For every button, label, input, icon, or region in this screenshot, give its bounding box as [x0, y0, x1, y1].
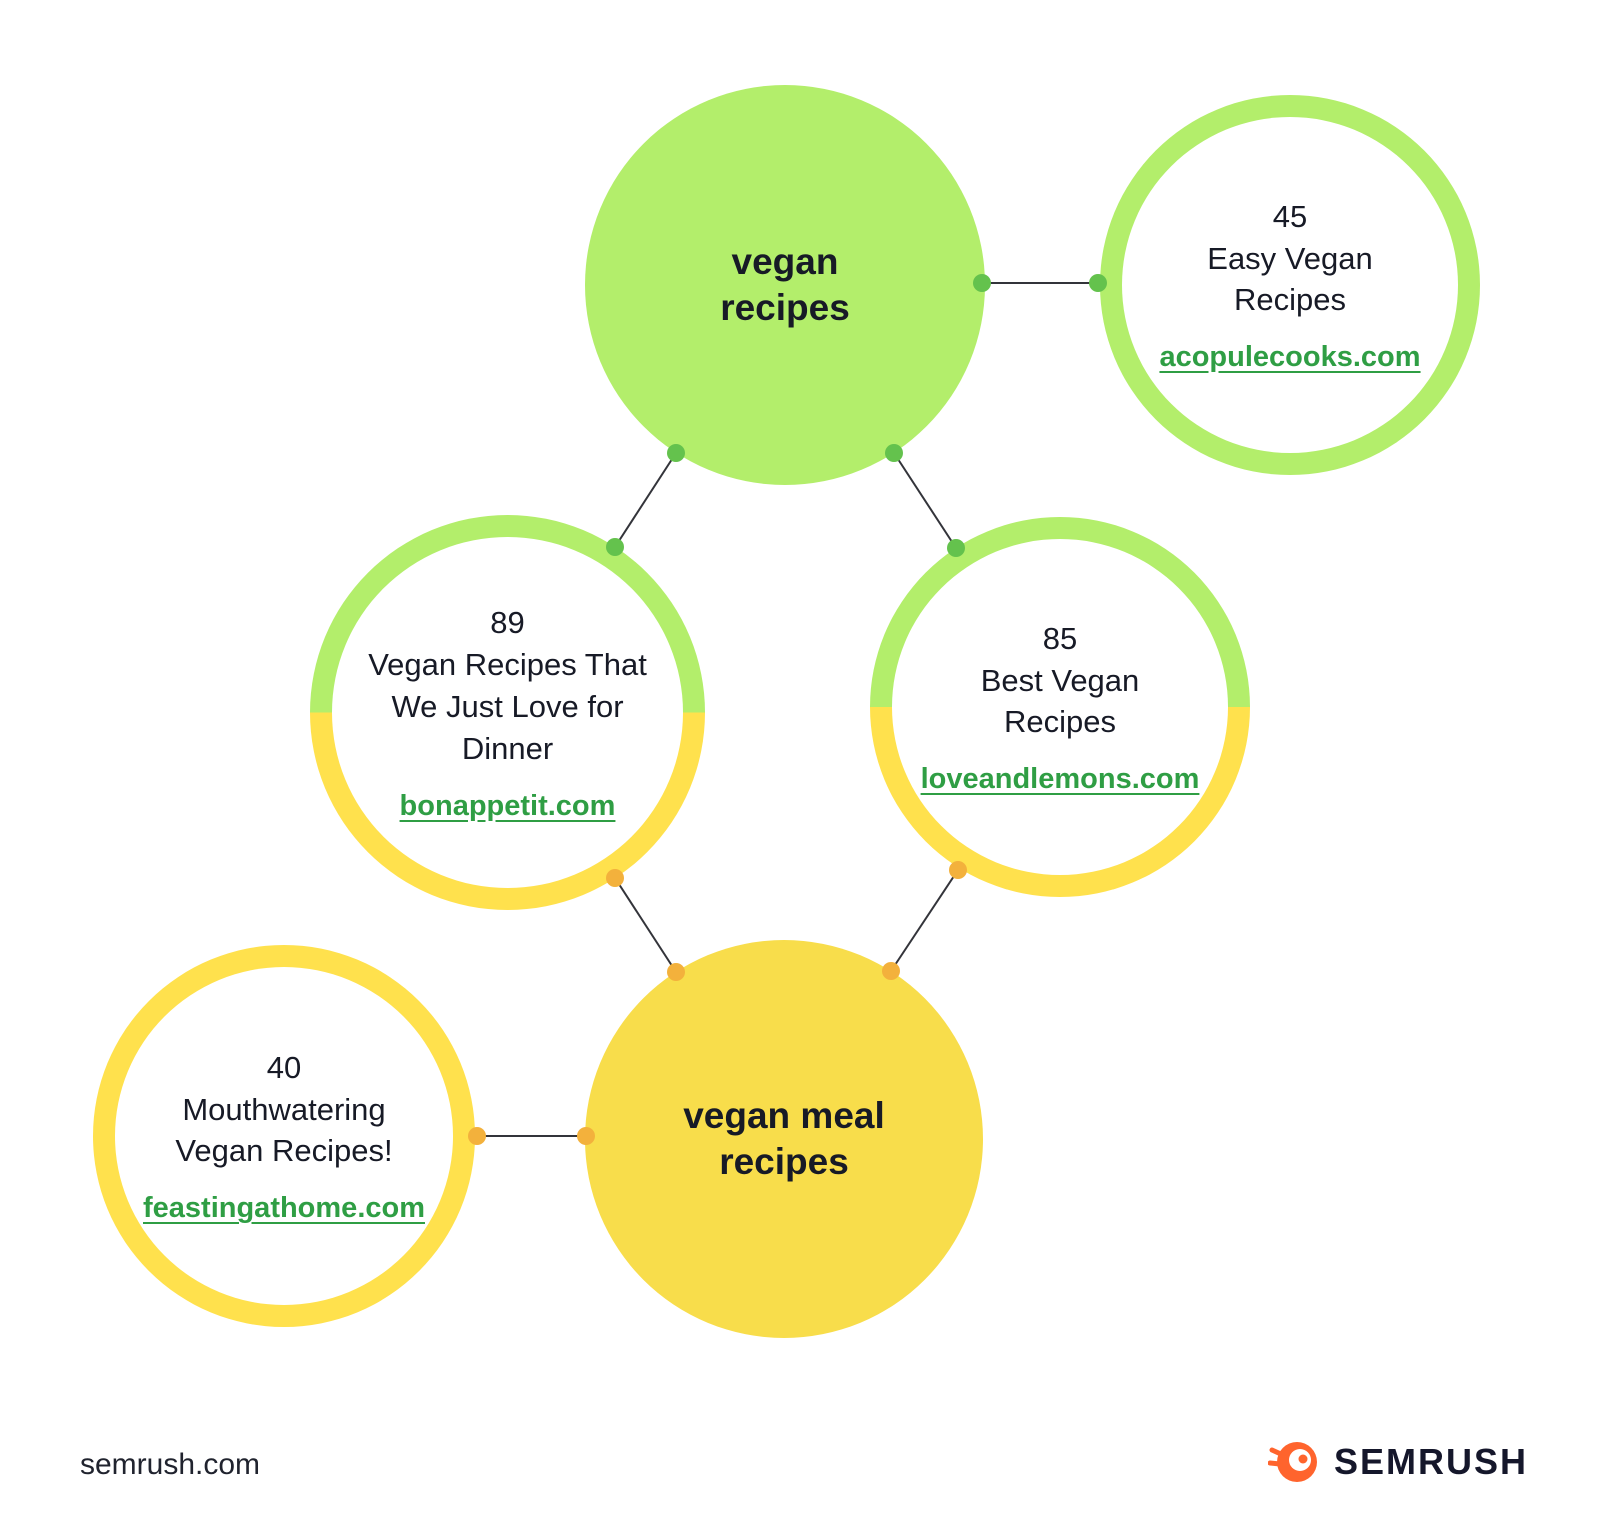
edge: [893, 452, 957, 549]
keyword-label: vegan meal recipes: [683, 1094, 885, 1182]
article-node-loveandlemons: 85 Best Vegan Recipes loveandlemons.com: [870, 517, 1250, 897]
article-node-acopulecooks: 45 Easy Vegan Recipes acopulecooks.com: [1100, 95, 1480, 475]
article-count: 40: [266, 1049, 302, 1085]
article-count: 45: [1272, 198, 1308, 234]
keyword-node-vegan-meal-recipes: vegan meal recipes: [585, 940, 983, 1338]
semrush-logo-icon: [1267, 1442, 1317, 1482]
article-count: 89: [490, 605, 525, 641]
article-domain-link[interactable]: acopulecooks.com: [1159, 341, 1421, 374]
article-node-content: 45 Easy Vegan Recipes acopulecooks.com: [1122, 117, 1458, 453]
semrush-logo: SEMRUSH: [1267, 1436, 1528, 1488]
keyword-node-vegan-recipes: vegan recipes: [585, 85, 985, 485]
edge: [614, 452, 677, 548]
article-count: 85: [1042, 620, 1078, 656]
article-title: Easy Vegan Recipes: [1207, 240, 1373, 318]
article-domain-link[interactable]: bonappetit.com: [399, 789, 616, 822]
keyword-label: vegan recipes: [720, 240, 850, 328]
article-node-feastingathome: 40 Mouthwatering Vegan Recipes! feasting…: [93, 945, 475, 1327]
source-text: semrush.com: [80, 1448, 261, 1481]
article-domain-link[interactable]: loveandlemons.com: [920, 763, 1200, 796]
article-title: Mouthwatering Vegan Recipes!: [175, 1091, 393, 1169]
article-node-content: 85 Best Vegan Recipes loveandlemons.com: [892, 539, 1228, 875]
article-domain-link[interactable]: feastingathome.com: [143, 1192, 425, 1225]
edge: [890, 869, 959, 972]
article-title: Vegan Recipes That We Just Love for Dinn…: [368, 647, 647, 766]
article-node-bonappetit: 89 Vegan Recipes That We Just Love for D…: [310, 515, 705, 910]
article-node-content: 40 Mouthwatering Vegan Recipes! feasting…: [115, 967, 453, 1305]
article-title: Best Vegan Recipes: [980, 662, 1140, 740]
article-node-content: 89 Vegan Recipes That We Just Love for D…: [332, 537, 683, 888]
semrush-logo-text: SEMRUSH: [1333, 1441, 1528, 1482]
edge: [614, 877, 677, 973]
